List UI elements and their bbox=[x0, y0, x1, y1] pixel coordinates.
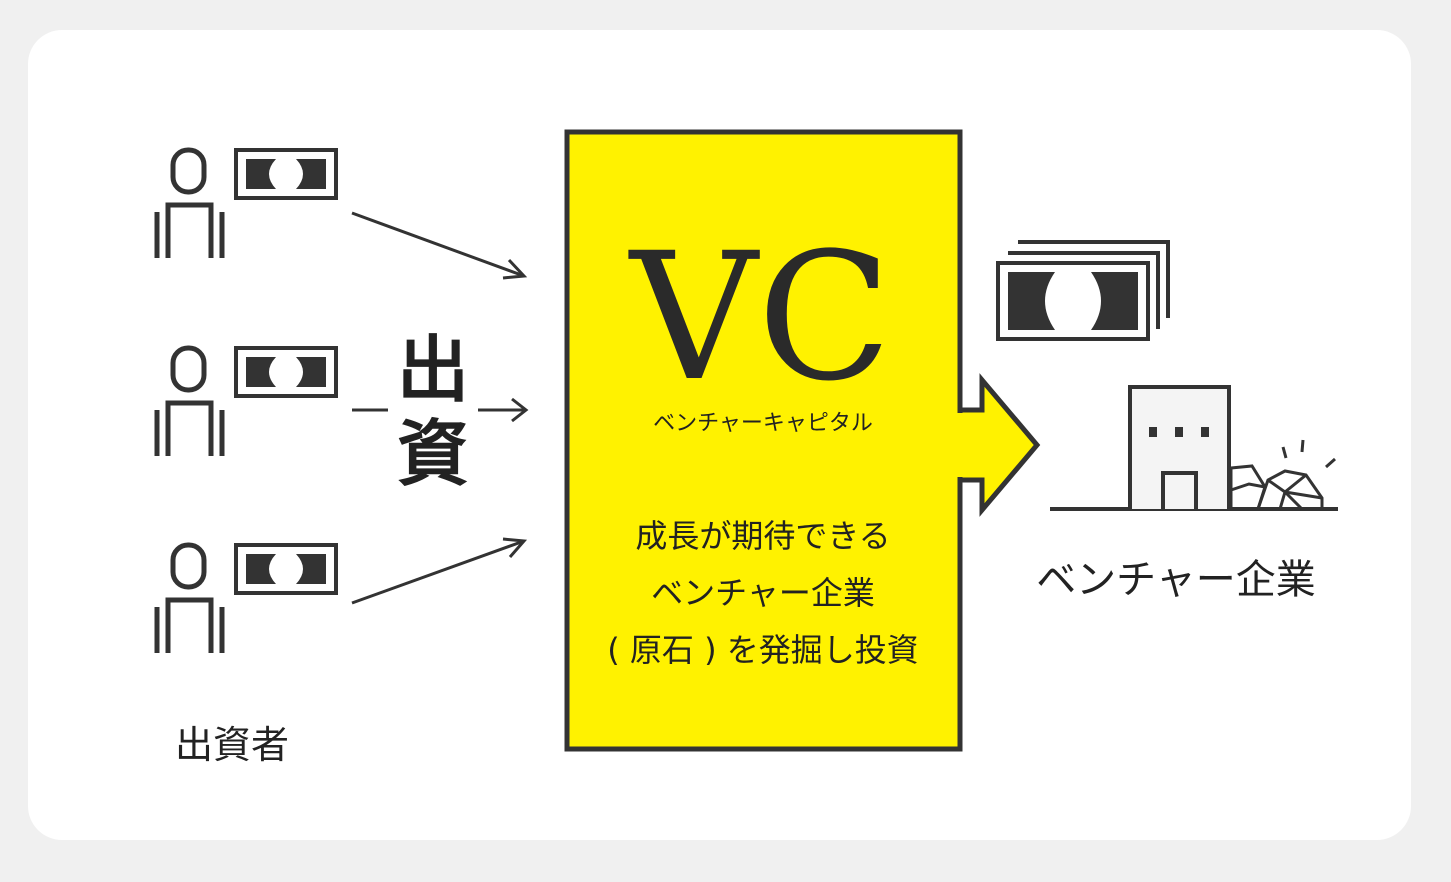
person-icon bbox=[157, 348, 222, 456]
vc-box bbox=[564, 129, 963, 752]
banknote-icon bbox=[234, 148, 338, 200]
vc-desc-line2: ベンチャー企業 bbox=[651, 574, 875, 612]
investment-arrows bbox=[351, 211, 529, 605]
arrow-middle-head bbox=[511, 397, 529, 423]
flow-label-line2: 資 bbox=[397, 412, 469, 496]
investor-2 bbox=[157, 346, 338, 456]
person-icon bbox=[157, 545, 222, 653]
arrow-top bbox=[351, 211, 525, 278]
investor-1 bbox=[157, 148, 338, 258]
building-with-gems-icon bbox=[1050, 385, 1338, 511]
investors-label: 出資者 bbox=[175, 723, 289, 767]
arrow-top-head bbox=[502, 258, 528, 280]
flow-label-line1: 出 bbox=[397, 328, 469, 412]
vc-title: VC bbox=[628, 215, 892, 420]
person-icon bbox=[157, 150, 222, 258]
venture-label: ベンチャー企業 bbox=[1036, 557, 1316, 603]
investor-3 bbox=[157, 543, 338, 653]
banknote-icon bbox=[234, 543, 338, 595]
banknote-stack-icon bbox=[996, 240, 1170, 341]
vc-desc-line3: ( 原石 ) を発掘し投資 bbox=[607, 631, 919, 669]
arrow-bottom bbox=[351, 539, 525, 605]
vc-subtitle: ベンチャーキャピタル bbox=[653, 411, 873, 436]
banknote-icon bbox=[234, 346, 338, 398]
vc-desc-line1: 成長が期待できる bbox=[635, 517, 890, 555]
arrow-bottom-head bbox=[502, 537, 528, 558]
